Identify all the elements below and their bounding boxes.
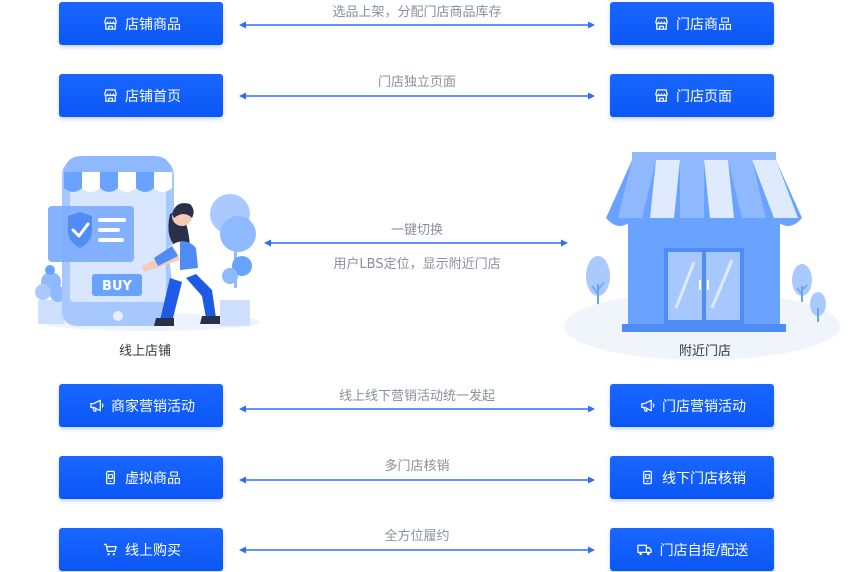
offline-verify-label: 线下门店核销 [662, 470, 746, 487]
megaphone-icon [87, 397, 105, 415]
virtual-goods-button[interactable]: 虚拟商品 [59, 456, 223, 499]
switch-label: 一键切换 [390, 223, 443, 238]
phone-icon [101, 469, 119, 487]
verify-label: 多门店核销 [384, 459, 450, 474]
store-page-label: 门店页面 [676, 88, 732, 105]
marketing-arrow [238, 403, 596, 415]
merchant-marketing-button[interactable]: 商家营销活动 [59, 384, 223, 427]
shop-icon [652, 15, 670, 33]
online-shop-caption: 线上店铺 [118, 344, 171, 359]
page-arrow [238, 90, 596, 102]
phone-icon [638, 469, 656, 487]
store-marketing-label: 门店营销活动 [662, 398, 746, 415]
pickup-delivery-button[interactable]: 门店自提/配送 [610, 528, 774, 571]
shop-icon [652, 87, 670, 105]
merchant-marketing-label: 商家营销活动 [111, 398, 195, 415]
truck-icon [636, 541, 654, 559]
fulfillment-label: 全方位履约 [384, 529, 450, 544]
shop-goods-label: 店铺商品 [125, 16, 181, 33]
shop-icon [101, 87, 119, 105]
store-page-button[interactable]: 门店页面 [610, 74, 774, 117]
buy-text: BUY [102, 279, 132, 294]
nearby-store-illustration [562, 148, 852, 364]
shop-goods-button[interactable]: 店铺商品 [59, 2, 223, 45]
store-goods-label: 门店商品 [676, 16, 732, 33]
online-purchase-button[interactable]: 线上购买 [59, 528, 223, 571]
goods-sync-arrow [238, 19, 596, 31]
cart-icon [101, 541, 119, 559]
page-label: 门店独立页面 [377, 75, 456, 90]
switch-arrow [263, 237, 569, 249]
store-marketing-button[interactable]: 门店营销活动 [610, 384, 774, 427]
lbs-label: 用户LBS定位，显示附近门店 [333, 257, 501, 272]
shop-icon [101, 15, 119, 33]
shop-home-button[interactable]: 店铺首页 [59, 74, 223, 117]
virtual-goods-label: 虚拟商品 [125, 470, 181, 487]
online-shop-illustration: BUY [30, 150, 260, 332]
goods-sync-label: 选品上架，分配门店商品库存 [332, 5, 502, 20]
pickup-delivery-label: 门店自提/配送 [659, 542, 749, 559]
shop-home-label: 店铺首页 [125, 88, 181, 105]
nearby-store-caption: 附近门店 [678, 344, 731, 359]
megaphone-icon [638, 397, 656, 415]
store-goods-button[interactable]: 门店商品 [610, 2, 774, 45]
fulfillment-arrow [238, 544, 596, 556]
online-purchase-label: 线上购买 [125, 542, 181, 559]
verify-arrow [238, 474, 596, 486]
offline-verify-button[interactable]: 线下门店核销 [610, 456, 774, 499]
marketing-label: 线上线下营销活动统一发起 [338, 389, 495, 404]
